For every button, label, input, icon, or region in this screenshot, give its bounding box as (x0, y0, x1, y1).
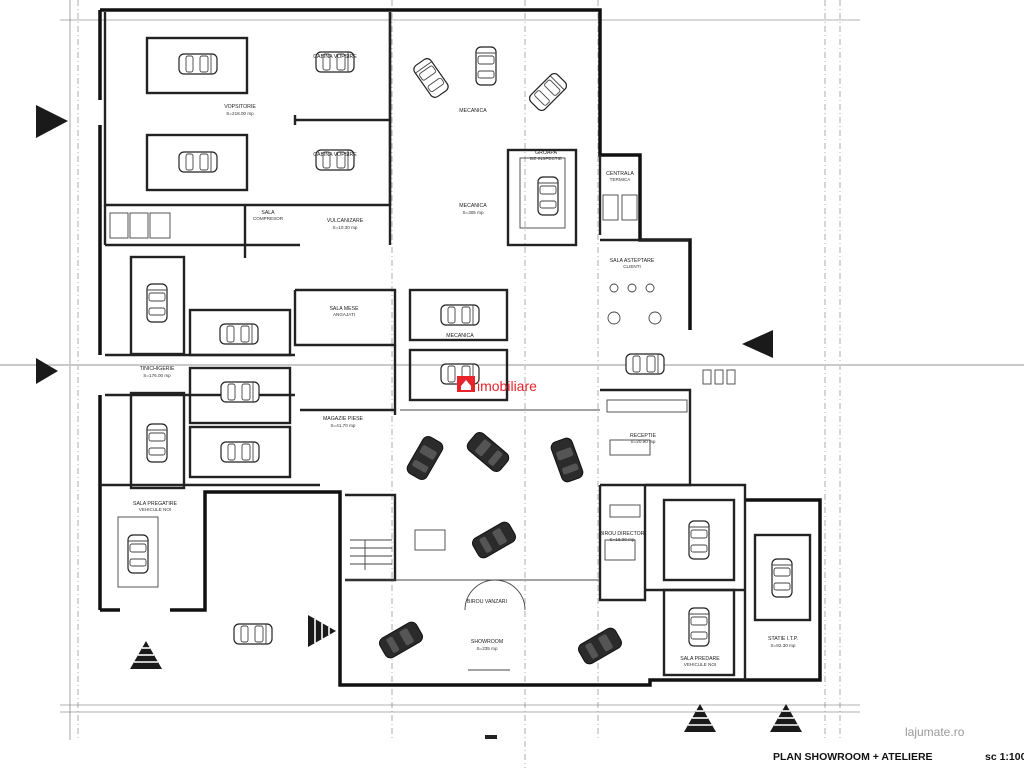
label-showroom: SHOWROOM (471, 639, 503, 645)
car-icons-showroom (376, 429, 625, 667)
furniture (109, 194, 688, 671)
label-receptie: RECEPTIE (630, 433, 656, 439)
car-icons-outline (127, 46, 793, 647)
label-tinichigerie: TINICHIGERIE (140, 366, 175, 372)
label-vopsitorie: VOPSITORIE (224, 104, 256, 110)
area-sala-asteptare: CLIENTI (623, 264, 641, 269)
imobiliare-watermark: imobiliare (457, 376, 537, 394)
area-vopsitorie: S=218.00 mp (226, 111, 254, 116)
plan-title: PLAN SHOWROOM + ATELIERE (773, 751, 933, 763)
area-sala-compresor: COMPRESOR (253, 216, 284, 221)
label-statie-itp: STATIE I.T.P. (768, 636, 798, 642)
area-mecanica-mid: S=305 mp (462, 210, 484, 215)
label-birou-director: BIROU DIRECTOR (600, 531, 645, 537)
label-sala-compresor: SALA (261, 210, 275, 216)
label-sala-pregatire: SALA PREGATIRE (133, 501, 178, 507)
grid-axes (60, 0, 860, 768)
label-centrala: CENTRALA (606, 171, 634, 177)
area-groapa: DE INSPECTIE (530, 156, 562, 161)
label-birou-vanzari: BIROU VANZARI (467, 599, 507, 605)
label-magazie-piese: MAGAZIE PIESE (323, 416, 364, 422)
label-cabina1: CABINA VOPSIRE (313, 54, 357, 60)
label-sala-mese: SALA MESE (329, 306, 359, 312)
area-tinichigerie: S=176.00 mp (143, 373, 171, 378)
plan-scale: sc 1:100 (985, 751, 1024, 763)
label-mecanica-mid: MECANICA (459, 203, 487, 209)
watermark-brand: imobiliare (477, 378, 537, 394)
area-vulcanizare: S=10.30 mp (333, 225, 358, 230)
label-sala-asteptare: SALA ASTEPTARE (610, 258, 655, 264)
area-centrala: TERMICA (610, 177, 632, 182)
label-cabina2: CABINA VOPSIRE (313, 152, 357, 158)
label-groapa: GROAPA (535, 150, 557, 156)
room-labels: VOPSITORIE S=218.00 mp CABINA VOPSIRE CA… (133, 54, 798, 667)
service-bays (117, 36, 812, 677)
area-sala-mese: ANGAJATI (333, 312, 355, 317)
label-mecanica-small: MECANICA (446, 333, 474, 339)
label-vulcanizare: VULCANIZARE (327, 218, 364, 224)
entrance-arrows (36, 105, 803, 739)
area-sala-pregatire: VEHICULE NOI (139, 507, 171, 512)
area-sala-predare: VEHICULE NOI (684, 662, 716, 667)
label-mecanica-top: MECANICA (459, 108, 487, 114)
area-showroom: S=235 mp (476, 646, 498, 651)
interior-walls (100, 12, 745, 602)
area-birou-director: S=18.00 mp (610, 537, 635, 542)
area-statie-itp: S=92.30 mp (771, 643, 796, 648)
corner-watermark: lajumate.ro (905, 725, 965, 739)
area-magazie-piese: S=41.70 mp (331, 423, 356, 428)
area-receptie: S=20.90 mp (631, 439, 656, 444)
label-sala-predare: SALA PREDARE (680, 656, 720, 662)
